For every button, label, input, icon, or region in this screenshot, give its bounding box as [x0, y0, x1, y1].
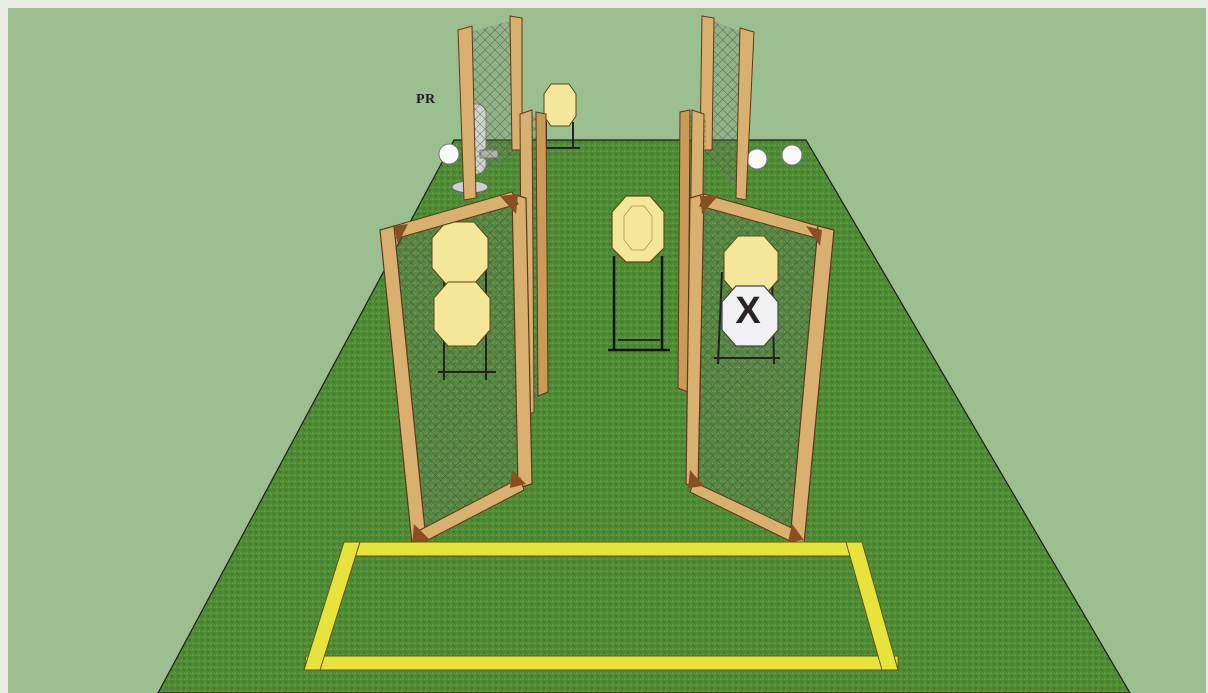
barrel-right-2 — [782, 145, 802, 165]
no-shoot-mark: X — [728, 291, 768, 331]
barrel-right-1 — [747, 149, 767, 169]
barrel-left — [439, 144, 459, 164]
prop-label: PR — [416, 92, 436, 108]
target-left-lower — [434, 282, 490, 346]
